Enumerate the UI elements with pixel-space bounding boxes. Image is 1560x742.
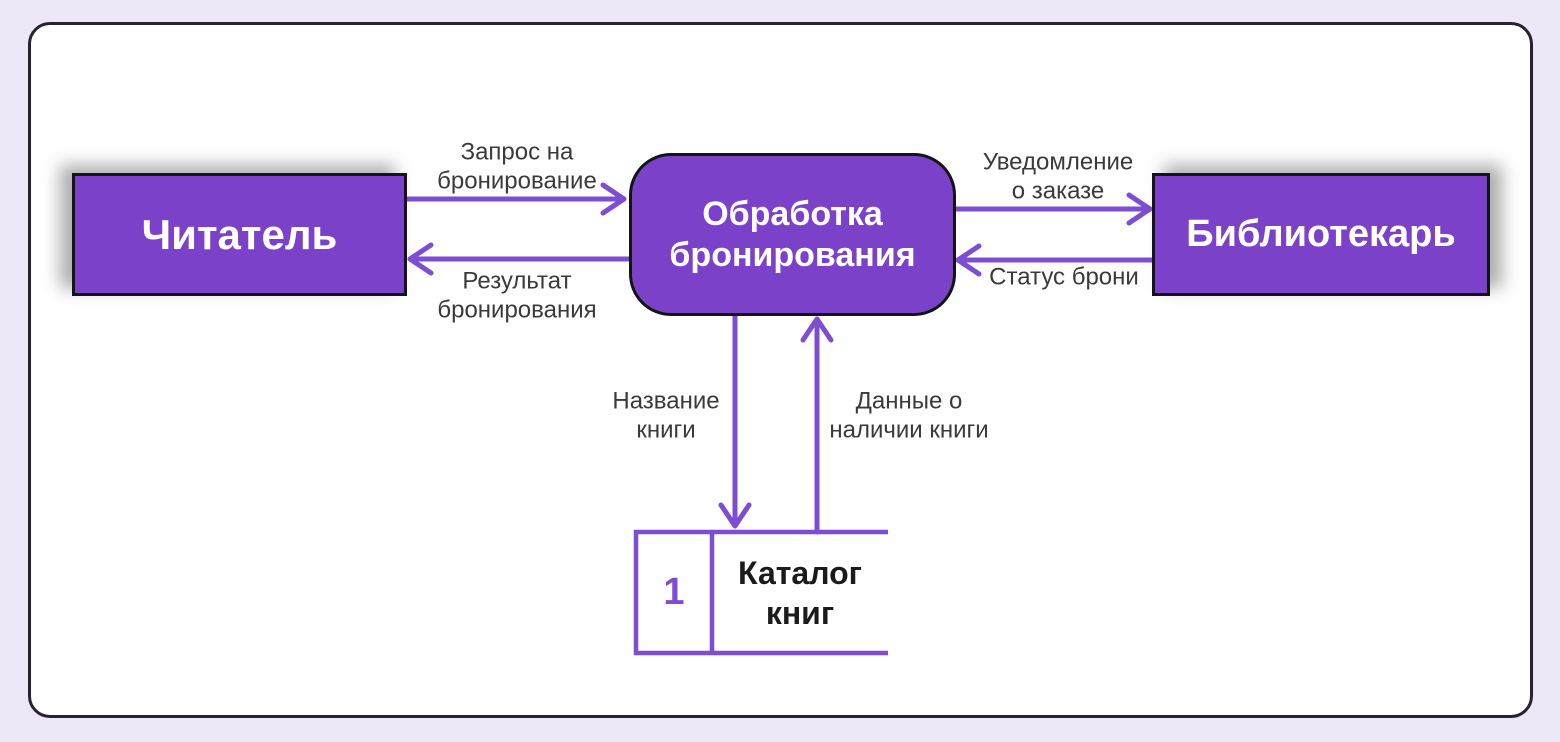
datastore-label: Каталог книг (738, 554, 862, 631)
entity-librarian: Библиотекарь (1152, 173, 1490, 296)
diagram-canvas (28, 22, 1533, 718)
flow-label-status: Статус брони (989, 263, 1139, 291)
arrow-request-head (600, 182, 627, 216)
flow-label-book-title: Название книги (612, 387, 720, 444)
process-booking: Обработка бронирования (629, 153, 956, 316)
arrow-status-head (955, 243, 982, 277)
flow-label-result: Результат бронирования (437, 267, 597, 324)
flow-label-availability: Данные о наличии книги (829, 387, 989, 444)
arrow-booktitle-head (718, 502, 752, 529)
arrow-result-head (407, 242, 434, 276)
process-booking-label: Обработка бронирования (669, 195, 916, 274)
arrow-availability-head (800, 316, 834, 343)
flow-label-request: Запрос на бронирование (437, 138, 597, 195)
entity-reader: Читатель (72, 173, 407, 296)
arrow-notification-head (1126, 192, 1153, 226)
entity-librarian-label: Библиотекарь (1186, 213, 1456, 256)
datastore-number: 1 (663, 571, 685, 613)
entity-reader-label: Читатель (141, 210, 338, 258)
datastore-outline (633, 529, 888, 656)
flow-label-notification: Уведомление о заказе (982, 148, 1134, 205)
